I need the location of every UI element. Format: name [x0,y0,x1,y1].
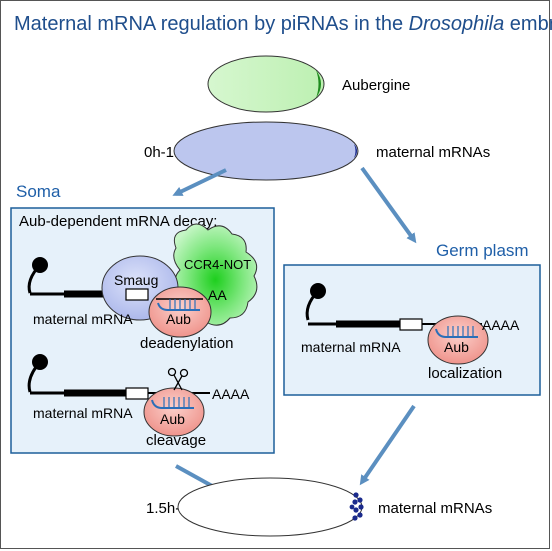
aubergine-label: Aubergine [342,77,410,94]
pirna-strand [151,399,194,409]
maternal-mrnas-label-top: maternal mRNAs [376,144,490,161]
localization-label: localization [428,365,502,382]
localization-construct: Aub AAAA maternal mRNA localization [301,283,520,382]
title-prefix: Maternal mRNA regulation by piRNAs in th… [14,13,409,35]
sre-element [399,318,423,331]
deadenylation-label: deadenylation [140,335,233,352]
deadenylation-construct: CCR4-NOT Smaug Aub AA maternal mRNA dead… [27,223,258,352]
mrna-posterior-cluster-bottom [349,492,364,521]
cleavage-label: cleavage [146,432,206,449]
poly-a-short: AA [208,287,227,303]
soma-heading: Soma [16,182,61,201]
smaug-label: Smaug [114,272,158,288]
aub-label-deadenylation: Aub [166,311,191,327]
aubergine-posterior-pole [316,70,321,98]
aubergine-embryo [207,55,325,113]
title-suffix: embryo [504,13,552,35]
mrna-posterior-pole-top [354,144,357,158]
title-italic: Drosophila [409,13,505,35]
aub-label-localization: Aub [444,339,469,355]
poly-a-tail-localization: AAAA [482,317,520,333]
cleavage-construct: Aub AAAA maternal mRNA cleavage [27,354,250,449]
arrow-to-germ-plasm [360,166,417,244]
arrow-germ-plasm-to-bottom [359,404,416,486]
ccr4-not-label: CCR4-NOT [184,257,251,272]
figure-title: Maternal mRNA regulation by piRNAs in th… [14,13,552,35]
germ-plasm-heading: Germ plasm [436,241,529,260]
arrow-to-soma [172,168,227,196]
sre-element [125,387,149,400]
pirna-strand [157,302,200,311]
aub-label-cleavage: Aub [160,411,185,427]
maternal-mrna-label-2: maternal mRNA [33,405,133,421]
scissors-icon [167,367,189,391]
soma-box-title: Aub-dependent mRNA decay: [19,213,217,230]
maternal-mrna-label-3: maternal mRNA [301,339,401,355]
mrna-embryo-top [173,121,359,181]
poly-a-tail-cleavage: AAAA [212,386,250,402]
mrna-embryo-bottom [177,477,363,537]
sre-element [125,288,149,301]
maternal-mrnas-label-bottom: maternal mRNAs [378,500,492,517]
pirna-strand [435,328,478,338]
maternal-mrna-label-1: maternal mRNA [33,311,133,327]
